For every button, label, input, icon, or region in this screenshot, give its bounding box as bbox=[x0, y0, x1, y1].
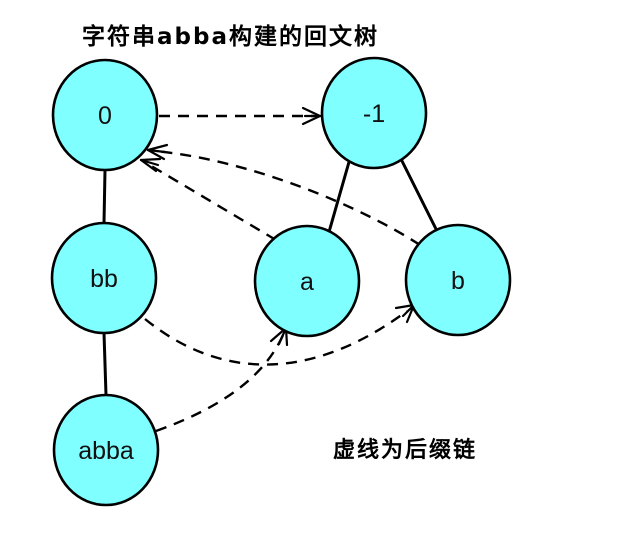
suffix-link-bb-to-b bbox=[144, 310, 408, 366]
node-a-shape[interactable] bbox=[253, 224, 361, 338]
arrowhead-a-to-0 bbox=[139, 157, 162, 173]
node-abba-shape[interactable] bbox=[52, 393, 160, 507]
arrowhead-b-to-0 bbox=[146, 143, 169, 161]
node-abba-label: abba bbox=[78, 437, 134, 465]
suffix-link-a-to-0 bbox=[147, 162, 277, 242]
suffix-link-abba-to-a bbox=[155, 334, 285, 433]
node-b[interactable]: b bbox=[404, 223, 512, 337]
diagram-title: 字符串abba构建的回文树 bbox=[82, 24, 379, 50]
tree-edge-m1-to-a bbox=[327, 160, 351, 234]
node-b-shape[interactable] bbox=[404, 223, 512, 337]
node-rootm1[interactable]: -1 bbox=[320, 56, 428, 170]
tree-edge-bb-to-abba bbox=[102, 331, 108, 397]
node-group: 0 -1 bb a b abba bbox=[50, 56, 512, 507]
diagram-legend: 虚线为后缀链 bbox=[333, 438, 478, 463]
node-a-label: a bbox=[300, 268, 314, 296]
node-root0[interactable]: 0 bbox=[51, 58, 159, 172]
node-a[interactable]: a bbox=[253, 224, 361, 338]
node-root0-shape[interactable] bbox=[51, 58, 159, 172]
node-bb-label: bb bbox=[90, 265, 118, 293]
suffix-link-b-to-0 bbox=[154, 149, 421, 247]
node-b-label: b bbox=[451, 267, 465, 295]
arrowhead-bb-to-b bbox=[394, 303, 416, 324]
node-rootm1-shape[interactable] bbox=[320, 56, 428, 170]
tree-edge-group bbox=[102, 159, 439, 397]
node-bb[interactable]: bb bbox=[50, 221, 158, 335]
node-abba[interactable]: abba bbox=[52, 393, 160, 507]
node-bb-shape[interactable] bbox=[50, 221, 158, 335]
arrowhead-0-to-m1 bbox=[301, 106, 322, 126]
node-root0-label: 0 bbox=[98, 102, 112, 130]
tree-edge-0-to-bb bbox=[102, 168, 107, 225]
tree-edge-m1-to-b bbox=[400, 159, 439, 233]
node-rootm1-label: -1 bbox=[363, 100, 385, 128]
